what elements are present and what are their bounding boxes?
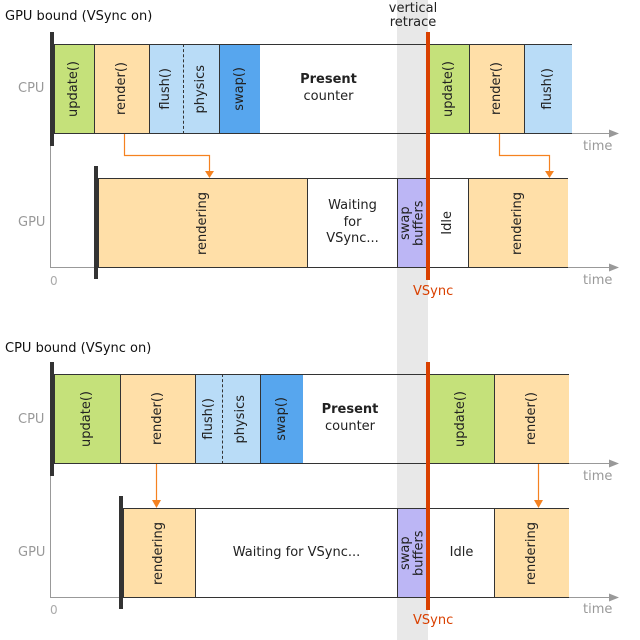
cpu-update-block-2: update() (428, 44, 470, 134)
gpu-rendering-block: rendering (123, 508, 196, 598)
gpu-row-label: GPU (18, 545, 46, 560)
submit-arrow-2 (498, 133, 551, 172)
block-label: render() (113, 62, 129, 116)
block-label: swap() (273, 397, 289, 441)
block-label: rendering (194, 191, 210, 255)
cpu-physics-block: physics (183, 44, 220, 134)
gpu-idle-block: Idle (428, 178, 469, 268)
block-label: update() (66, 61, 82, 117)
block-label: render() (488, 62, 504, 116)
gpu-swap-buffers-block: swap buffers (397, 178, 429, 268)
origin-label: 0 (50, 603, 58, 617)
cpu-swap-block: swap() (260, 374, 304, 464)
cpu-frame-start-marker (50, 32, 54, 146)
block-label: rendering (151, 521, 167, 585)
vertical-retrace-label: vertical retrace (388, 1, 438, 30)
vsync-line (426, 32, 430, 280)
arrowhead (545, 171, 554, 178)
gpu-frame-start-marker (119, 496, 123, 609)
arrowhead (534, 500, 543, 508)
gpu-rendering-block-2: rendering (494, 508, 569, 598)
cpu-swap-block: swap() (219, 44, 261, 134)
cpu-present-block: Present counter (303, 374, 397, 464)
cpu-row-label: CPU (18, 412, 45, 427)
gpu-rendering-block: rendering (98, 178, 308, 268)
block-label: physics (233, 394, 249, 444)
block-label: update() (440, 61, 456, 117)
block-label: flush() (200, 398, 216, 440)
time-label: time (583, 602, 613, 617)
block-label: Idle (440, 211, 456, 235)
gpu-waiting-block: Waiting for VSync... (307, 178, 398, 268)
gpu-idle-block: Idle (428, 508, 495, 598)
cpu-flush-block-2: flush() (524, 44, 572, 134)
cpu-flush-block: flush() (149, 44, 183, 134)
cpu-render-block: render() (120, 374, 196, 464)
block-label: render() (149, 392, 165, 446)
present-label: Present (300, 72, 357, 88)
submit-arrow-1 (123, 133, 211, 172)
cpu-frame-start-marker (50, 362, 54, 476)
cpu-bound-title: CPU bound (VSync on) (5, 341, 152, 356)
counter-label: counter (324, 419, 376, 434)
cpu-physics-block: physics (222, 374, 261, 464)
block-label: render() (523, 392, 539, 446)
gpu-swap-buffers-block: swap buffers (397, 508, 429, 598)
counter-label: counter (303, 89, 354, 104)
block-label: rendering (523, 521, 539, 585)
block-label: update() (79, 391, 95, 447)
cpu-present-block: Present counter (260, 44, 397, 134)
block-label: Waiting for VSync... (232, 544, 361, 560)
block-label: swap buffers (398, 530, 427, 576)
gpu-rendering-block-2: rendering (468, 178, 568, 268)
gpu-row-label: GPU (18, 215, 46, 230)
time-label: time (583, 469, 613, 484)
present-label: Present (321, 402, 379, 418)
block-label: update() (453, 391, 469, 447)
time-label: time (583, 139, 613, 154)
cpu-render-block-2: render() (494, 374, 569, 464)
time-label: time (583, 273, 613, 288)
cpu-update-block: update() (54, 374, 121, 464)
cpu-render-block: render() (94, 44, 150, 134)
block-label: Waiting for VSync... (326, 197, 379, 247)
block-label: rendering (510, 191, 526, 255)
gpu-frame-start-marker (94, 166, 98, 279)
vsync-label: VSync (413, 613, 454, 628)
cpu-flush-block: flush() (195, 374, 222, 464)
arrowhead (205, 171, 214, 178)
gpu-waiting-block: Waiting for VSync... (195, 508, 398, 598)
block-label: physics (193, 64, 209, 114)
block-label: flush() (158, 68, 174, 110)
arrowhead (152, 500, 161, 508)
block-label: swap buffers (398, 200, 427, 246)
block-label: swap() (231, 67, 247, 111)
cpu-update-block: update() (54, 44, 95, 134)
gpu-bound-title: GPU bound (VSync on) (5, 9, 153, 24)
cpu-update-block-2: update() (428, 374, 495, 464)
block-label: Idle (449, 544, 474, 560)
vsync-label: VSync (413, 284, 454, 299)
vsync-line (426, 362, 430, 610)
cpu-render-block-2: render() (469, 44, 525, 134)
origin-label: 0 (50, 274, 58, 288)
cpu-row-label: CPU (18, 81, 45, 96)
block-label: flush() (540, 68, 556, 110)
